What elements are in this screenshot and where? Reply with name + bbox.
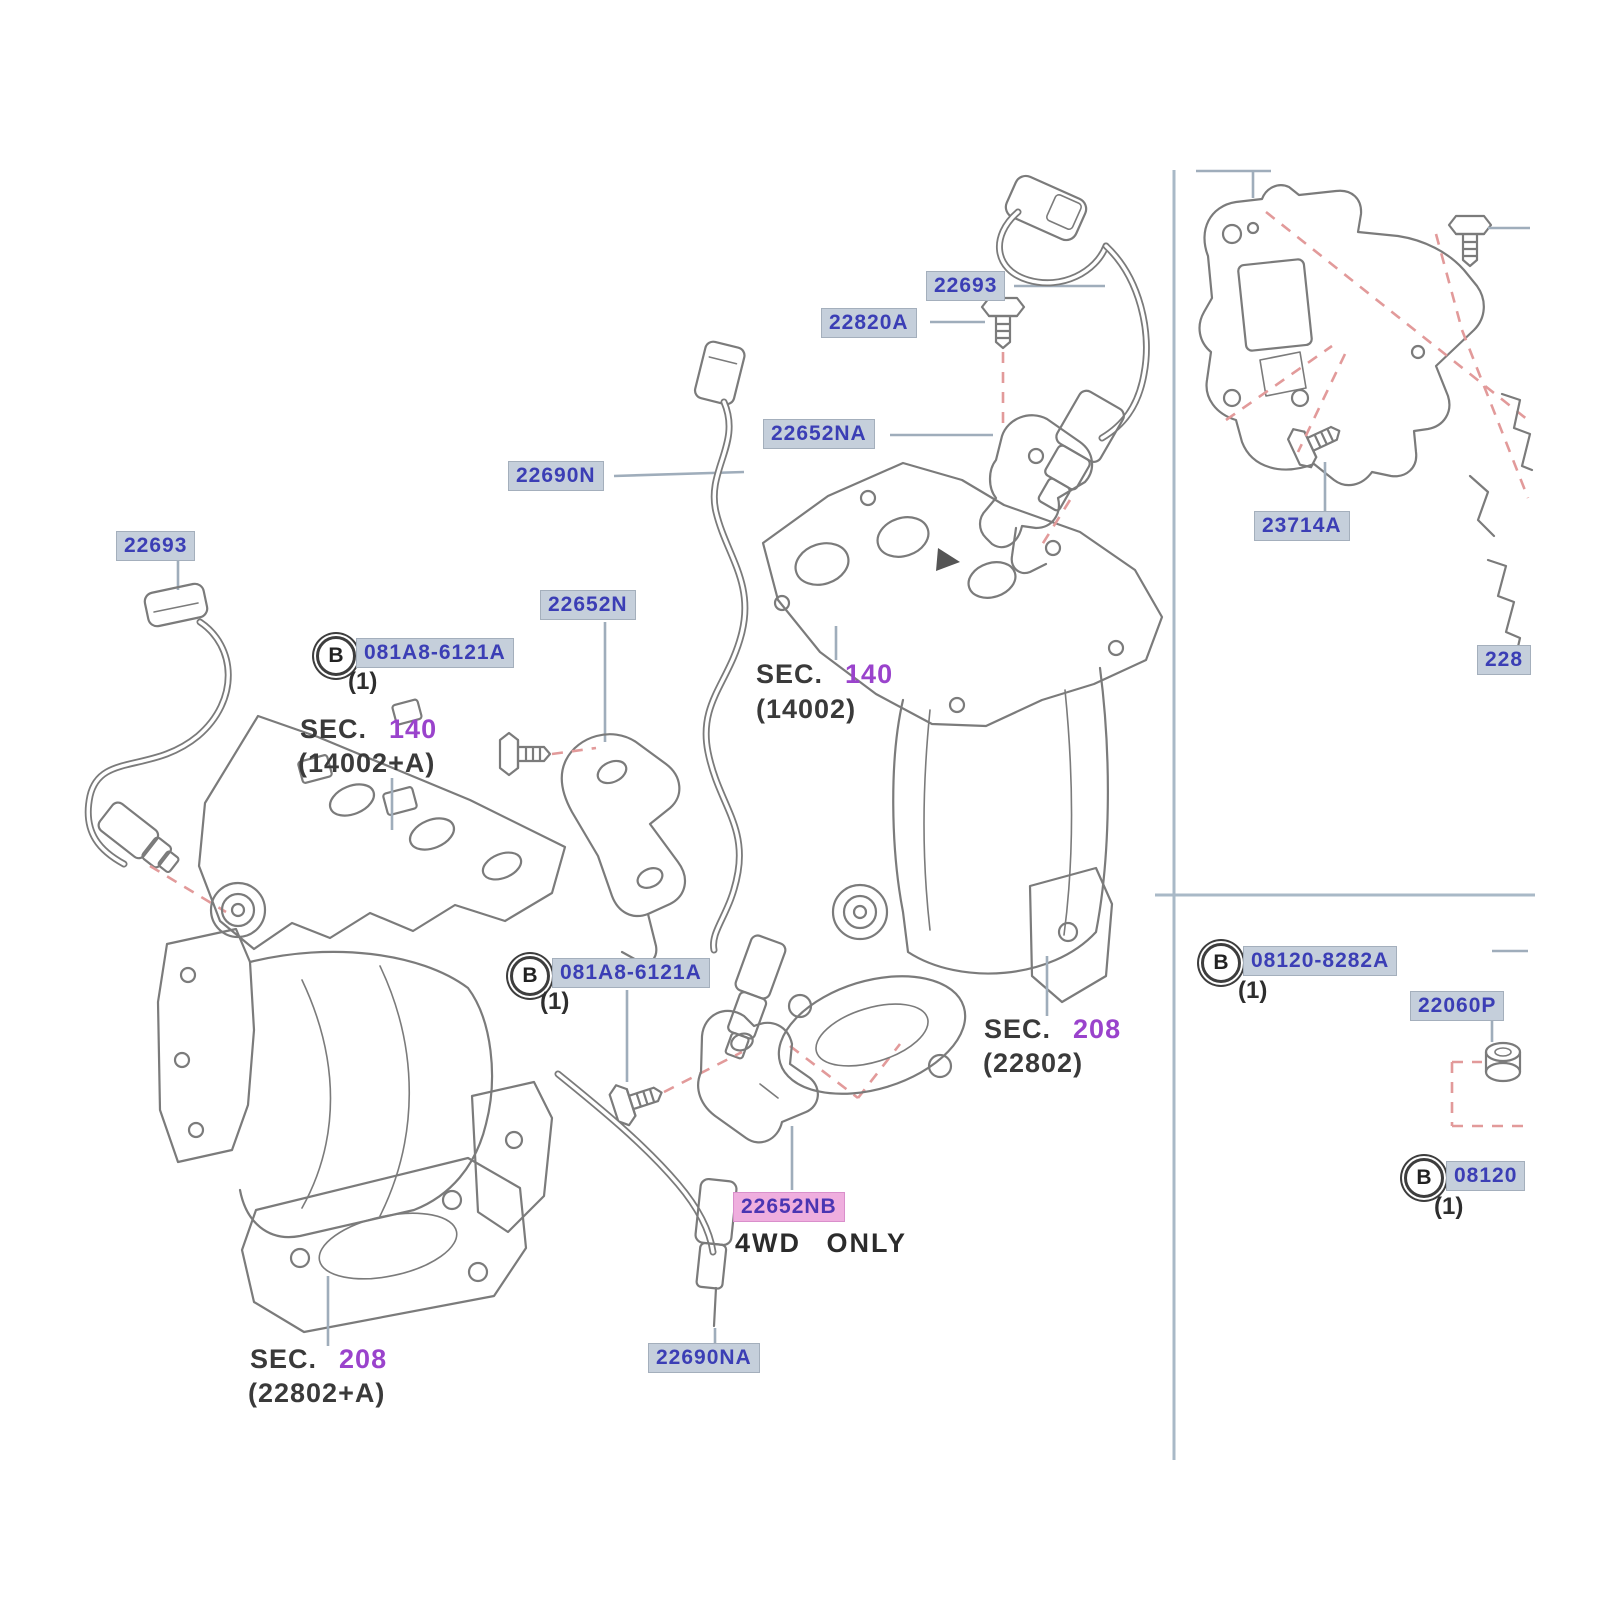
part-label-22693-left[interactable]: 22693 — [116, 531, 196, 561]
part-label-22820a[interactable]: 22820A — [821, 308, 917, 338]
top-oxygen-sensor-drawing — [890, 174, 1150, 575]
left-oxygen-sensor-drawing — [84, 561, 232, 914]
part-label-22652nb-highlighted[interactable]: 22652NB — [733, 1192, 845, 1222]
part-label-22690n[interactable]: 22690N — [508, 461, 604, 491]
part-label-081a8-6121a-second[interactable]: 081A8-6121A — [552, 958, 710, 988]
bolt-marker-br1: B — [1201, 943, 1241, 983]
harness-22690n-drawing — [613, 340, 902, 1100]
bolt-marker-b2: B — [510, 956, 550, 996]
left-catalytic-converter-drawing — [156, 927, 554, 1346]
sec-ref-140-14002: SEC. 140 — [756, 659, 893, 690]
middle-manifold-drawing — [761, 461, 1164, 1095]
sec-prefix: SEC. — [300, 714, 368, 744]
sec-prefix: SEC. — [756, 659, 824, 689]
bracket-22652nb-drawing — [554, 990, 819, 1343]
part-label-08120-truncated[interactable]: 08120 — [1446, 1161, 1526, 1191]
sec-number: 208 — [1073, 1014, 1122, 1044]
sec-ref-208-22802: SEC. 208 — [984, 1014, 1121, 1045]
part-label-22690na[interactable]: 22690NA — [648, 1343, 760, 1373]
bottom-right-panel-drawing — [1450, 949, 1528, 1128]
bracket-22652n-drawing — [498, 622, 687, 965]
part-label-08120-8282a[interactable]: 08120-8282A — [1243, 946, 1398, 976]
sec-code-22802: (22802) — [983, 1048, 1084, 1078]
part-label-22652n[interactable]: 22652N — [540, 590, 636, 620]
sec-prefix: SEC. — [250, 1344, 318, 1374]
part-label-23714a[interactable]: 23714A — [1254, 511, 1350, 541]
qty-081a8-6121a-second: (1) — [540, 988, 570, 1015]
part-label-22652na[interactable]: 22652NA — [763, 419, 875, 449]
sec-code-14002: (14002) — [756, 694, 857, 724]
sec-number: 140 — [389, 714, 438, 744]
sec-code-22802a: (22802+A) — [248, 1378, 386, 1408]
sec-prefix: SEC. — [984, 1014, 1052, 1044]
left-manifold-drawing — [197, 698, 567, 951]
qty-081a8-6121a-first: (1) — [348, 668, 378, 695]
bolt-marker-br2: B — [1404, 1158, 1444, 1198]
top-right-bracket-panel-drawing — [1196, 169, 1534, 666]
sec-code-14002a: (14002+A) — [298, 748, 436, 778]
panel-dividers — [1155, 170, 1535, 1460]
note-4wd-only: 4WD ONLY — [735, 1228, 908, 1258]
sec-number: 140 — [845, 659, 894, 689]
part-label-22060p[interactable]: 22060P — [1410, 991, 1505, 1021]
sec-ref-208-22802a: SEC. 208 — [250, 1344, 387, 1375]
qty-08120-truncated: (1) — [1434, 1193, 1464, 1220]
part-label-truncated-right[interactable]: 228 — [1477, 645, 1532, 675]
sec-ref-140-14002a: SEC. 140 — [300, 714, 437, 745]
part-label-22693-top[interactable]: 22693 — [926, 271, 1006, 301]
part-label-081a8-6121a-first[interactable]: 081A8-6121A — [356, 638, 514, 668]
sec-number: 208 — [339, 1344, 388, 1374]
qty-08120-8282a: (1) — [1238, 977, 1268, 1004]
bolt-marker-b1: B — [316, 636, 356, 676]
